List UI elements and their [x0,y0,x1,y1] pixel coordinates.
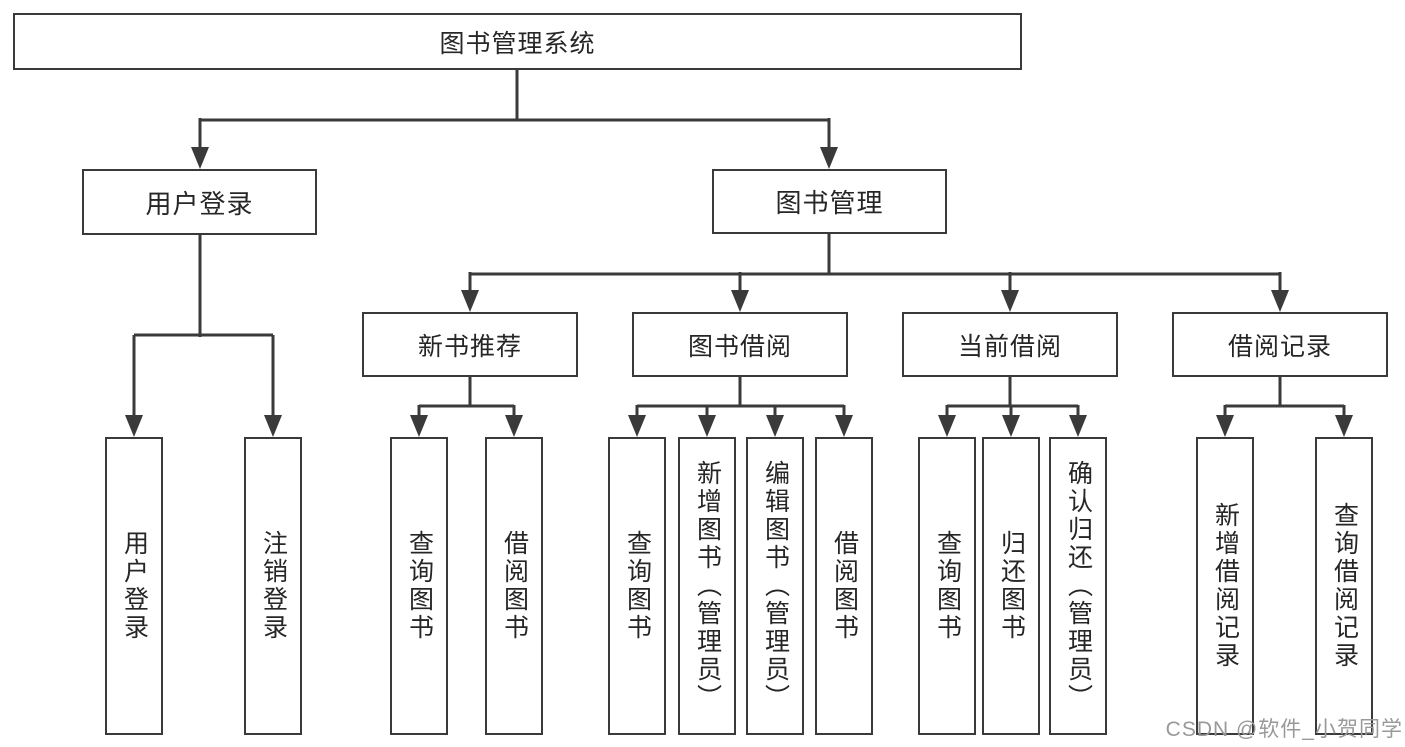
node-user-login: 用户登录 [82,169,317,235]
leaf-current-return-books: 归还图书 [982,437,1040,735]
leaf-records-add-record: 新增借阅记录 [1196,437,1254,735]
node-library-management-system: 图书管理系统 [13,13,1022,70]
node-label: 图书管理系统 [439,29,596,58]
leaf-records-query-record: 查询借阅记录 [1315,437,1373,735]
node-label: 归还图书 [997,530,1026,642]
connector-borrow-to-leaves [628,377,853,437]
connector-records-to-leaves [1216,377,1353,437]
node-book-management: 图书管理 [712,169,947,234]
node-label: 查询借阅记录 [1330,502,1359,670]
node-label: 查询图书 [405,530,434,642]
node-label: 新增借阅记录 [1211,502,1240,670]
leaf-borrow-add-books-admin: 新增图书（管理员） [678,437,736,735]
leaf-logout: 注销登录 [244,437,302,735]
node-label: 注销登录 [259,530,288,642]
connector-current-to-leaves [938,377,1087,437]
node-label: 新书推荐 [417,332,522,361]
node-label: 当前借阅 [957,332,1062,361]
node-label: 借阅图书 [500,530,529,642]
node-label: 查询图书 [933,530,962,642]
connector-login-to-leaves [125,234,282,437]
csdn-watermark: CSDN @软件_小贺同学 [1165,718,1403,741]
connector-newbook-to-leaves [410,377,523,437]
leaf-current-query-books: 查询图书 [918,437,976,735]
node-borrow-records: 借阅记录 [1172,312,1388,377]
node-label: 借阅图书 [830,530,859,642]
node-label: 用户登录 [120,530,149,642]
node-label: 编辑图书（管理员） [761,460,790,712]
node-current-borrow: 当前借阅 [902,312,1118,377]
leaf-newbook-query-books: 查询图书 [390,437,448,735]
leaf-borrow-borrow-books: 借阅图书 [815,437,873,735]
connector-root-to-level2 [191,68,838,169]
node-label: 图书借阅 [687,332,792,361]
connector-management-to-level3 [461,234,1289,312]
node-label: 图书管理 [775,188,884,218]
node-book-borrow: 图书借阅 [632,312,848,377]
leaf-borrow-query-books: 查询图书 [608,437,666,735]
leaf-current-confirm-return-admin: 确认归还（管理员） [1049,437,1107,735]
node-label: 新增图书（管理员） [693,460,722,712]
node-label: 确认归还（管理员） [1064,460,1093,712]
leaf-user-login: 用户登录 [105,437,163,735]
node-new-book-recommend: 新书推荐 [362,312,578,377]
node-label: 借阅记录 [1227,332,1332,361]
node-label: 用户登录 [145,188,254,219]
leaf-borrow-edit-books-admin: 编辑图书（管理员） [746,437,804,735]
leaf-newbook-borrow-books: 借阅图书 [485,437,543,735]
node-label: 查询图书 [623,530,652,642]
